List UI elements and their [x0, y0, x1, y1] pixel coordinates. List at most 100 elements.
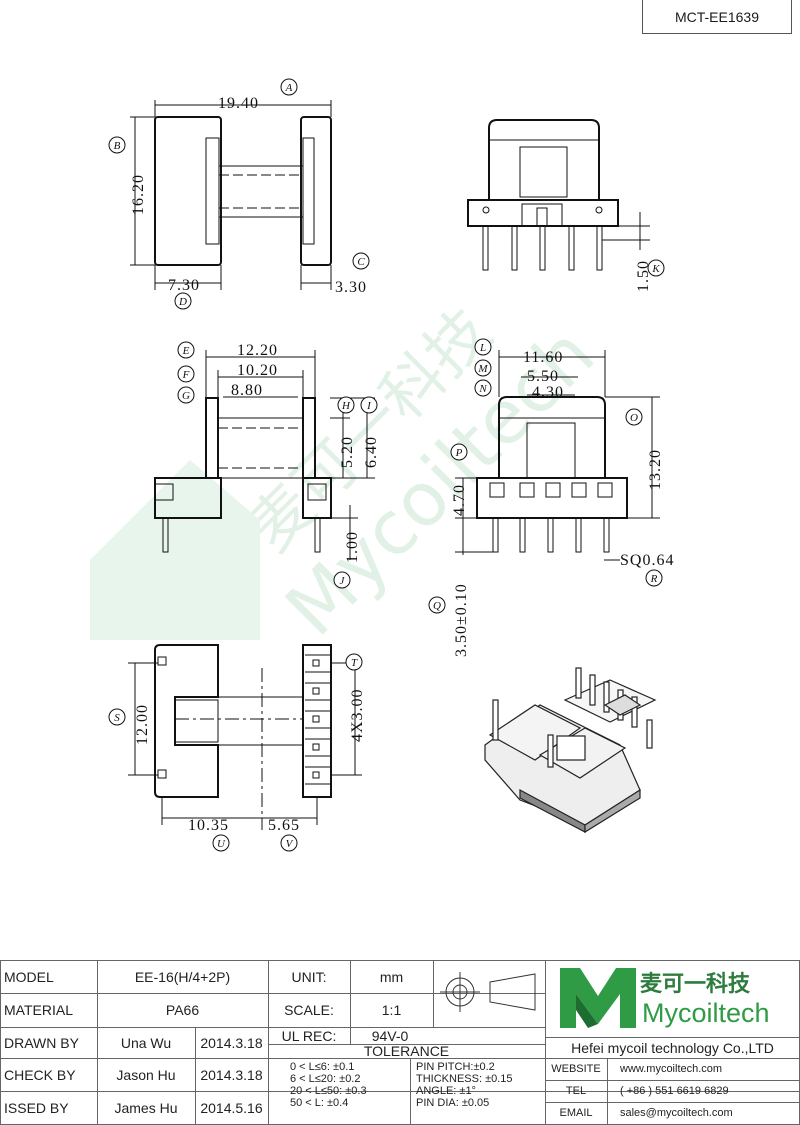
check-by-name: Jason Hu — [116, 1066, 176, 1083]
website-value[interactable]: www.mycoiltech.com — [620, 1063, 723, 1075]
end-view: 11.60 5.50 4.30 13.20 4.70 3.50±0.10 SQ0… — [451, 349, 674, 657]
tolerance-label: TOLERANCE — [363, 1043, 450, 1059]
svg-text:O: O — [630, 412, 638, 424]
dim-5-50: 5.50 — [527, 368, 559, 385]
svg-text:L: L — [479, 342, 486, 354]
company-name-en: Mycoiltech — [642, 998, 770, 1028]
drawn-by-name: Una Wu — [120, 1034, 172, 1051]
side-view: 12.20 10.20 8.80 5.20 6.40 1.00 — [154, 342, 380, 563]
website-label: WEBSITE — [551, 1063, 601, 1075]
top-view: 19.40 16.20 7.30 3.30 — [130, 95, 367, 296]
check-date: 2014.3.18 — [200, 1066, 263, 1083]
svg-text:T: T — [351, 657, 358, 669]
document-id: MCT-EE1639 — [642, 0, 792, 34]
callout-c: C — [352, 252, 370, 270]
pin-pitch: PIN PITCH:±0.2 — [416, 1061, 495, 1073]
thickness: THICKNESS: ±0.15 — [416, 1073, 513, 1085]
dim-13-20: 13.20 — [647, 449, 664, 490]
dim-10-35: 10.35 — [188, 817, 229, 834]
dim-sq0-64: SQ0.64 — [620, 552, 674, 569]
dim-3-50: 3.50±0.10 — [453, 583, 470, 657]
tolerance-4: 50 < L: ±0.4 — [290, 1097, 349, 1109]
email-value[interactable]: sales@mycoiltech.com — [620, 1107, 733, 1119]
tel-label: TEL — [565, 1085, 587, 1097]
company-logo: 麦可一科技 Mycoiltech — [558, 964, 793, 1032]
material-value: PA66 — [165, 1002, 200, 1018]
issued-by-label: ISSED BY — [4, 1099, 69, 1116]
callout-n: N — [474, 379, 492, 397]
issued-date: 2014.5.16 — [200, 1099, 263, 1116]
scale-value: 1:1 — [381, 1002, 402, 1018]
svg-text:R: R — [650, 573, 658, 585]
pin-dia: PIN DIA: ±0.05 — [416, 1097, 490, 1109]
callout-q: Q — [428, 596, 446, 614]
ul-value: 94V-0 — [371, 1027, 409, 1044]
svg-text:P: P — [455, 447, 463, 459]
drawn-date: 2014.3.18 — [200, 1034, 263, 1051]
model-label: MODEL — [4, 968, 54, 985]
svg-text:E: E — [182, 345, 190, 357]
email-label: EMAIL — [559, 1107, 593, 1119]
callout-d: D — [174, 292, 192, 310]
dim-11-60: 11.60 — [523, 349, 563, 366]
callout-e: E — [177, 341, 195, 359]
title-block: MODEL EE-16(H/4+2P) MATERIAL PA66 DRAWN … — [0, 960, 800, 1125]
callout-a: A — [280, 78, 298, 96]
company-name-cn: 麦可一科技 — [640, 972, 751, 997]
angle: ANGLE: ±1° — [416, 1085, 476, 1097]
dim-7-30: 7.30 — [168, 277, 200, 294]
ul-label: UL REC: — [281, 1027, 337, 1044]
dim-1-00: 1.00 — [344, 531, 361, 563]
tolerance-1: 0 < L≤6: ±0.1 — [290, 1061, 355, 1073]
callouts: A B C D EFG H I J K LMN O P Q R S T U V — [108, 78, 665, 852]
svg-text:C: C — [357, 256, 365, 268]
material-label: MATERIAL — [4, 1002, 73, 1018]
company-full-name: Hefei mycoil technology Co.,LTD — [571, 1039, 774, 1056]
unit-label: UNIT: — [291, 968, 327, 985]
tolerance-3: 20 < L≤50: ±0.3 — [290, 1085, 367, 1097]
svg-text:A: A — [285, 82, 293, 94]
drawn-by-label: DRAWN BY — [4, 1034, 79, 1051]
dim-5-65: 5.65 — [268, 817, 300, 834]
isometric-view — [484, 667, 657, 834]
model-value: EE-16(H/4+2P) — [134, 968, 231, 985]
svg-text:D: D — [178, 296, 187, 308]
callout-o: O — [625, 408, 643, 426]
dim-4-30: 4.30 — [532, 384, 564, 401]
callout-l: L — [474, 338, 492, 356]
callout-f: F — [177, 365, 195, 383]
dim-8-80: 8.80 — [231, 382, 263, 399]
svg-text:H: H — [341, 400, 351, 412]
callout-j: J — [333, 571, 351, 589]
unit-value: mm — [379, 968, 404, 985]
technical-drawing: 麦可一科技 Mycoiltech 19.40 16.20 7.30 3.30 — [90, 78, 674, 852]
dim-16-20: 16.20 — [130, 174, 147, 215]
svg-text:F: F — [182, 369, 190, 381]
svg-text:I: I — [366, 400, 372, 412]
callout-k: K — [647, 259, 665, 277]
callout-u: U — [212, 834, 230, 852]
check-by-label: CHECK BY — [4, 1066, 76, 1083]
callout-s: S — [108, 708, 126, 726]
dim-3-30: 3.30 — [335, 279, 367, 296]
svg-text:S: S — [114, 712, 120, 724]
tolerance-2: 6 < L≤20: ±0.2 — [290, 1073, 361, 1085]
callout-g: G — [177, 386, 195, 404]
callout-b: B — [108, 136, 126, 154]
dim-5-20: 5.20 — [339, 436, 356, 468]
svg-text:V: V — [286, 838, 294, 850]
dim-12-20: 12.20 — [237, 342, 278, 359]
svg-text:J: J — [340, 575, 346, 587]
svg-text:M: M — [477, 363, 488, 375]
dim-6-40: 6.40 — [363, 436, 380, 468]
callout-p: P — [450, 443, 468, 461]
callout-t: T — [345, 653, 363, 671]
front-view: 1.50 — [467, 119, 652, 292]
callout-r: R — [645, 569, 663, 587]
svg-text:N: N — [478, 383, 487, 395]
dim-4x3-00: 4X3.00 — [349, 688, 366, 742]
scale-label: SCALE: — [284, 1002, 334, 1018]
svg-text:Q: Q — [433, 600, 441, 612]
callout-h: H — [337, 396, 355, 414]
svg-text:U: U — [217, 838, 226, 850]
